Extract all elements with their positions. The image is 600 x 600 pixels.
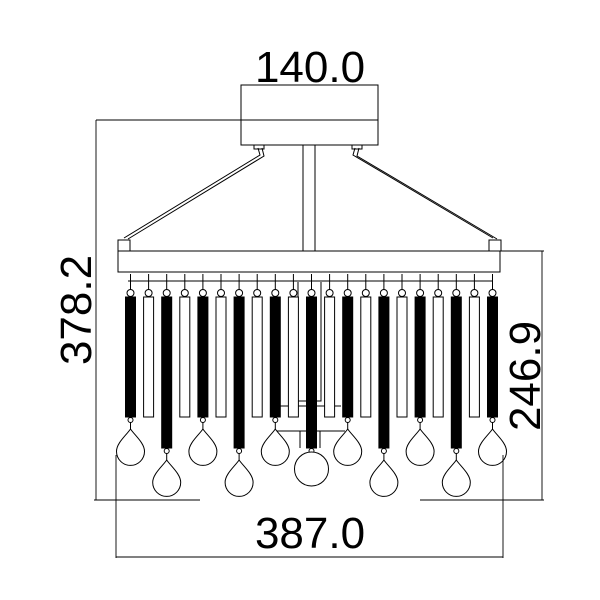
drop-connector (127, 417, 134, 423)
clear-crystal-rod (251, 296, 263, 418)
pendant-ring (307, 289, 316, 297)
pendant-ring (343, 289, 352, 297)
black-crystal-rod (197, 296, 209, 418)
drop-connector (453, 448, 460, 454)
black-crystal-rod (450, 296, 462, 449)
black-crystal-rod (161, 296, 173, 449)
drop-connector (163, 448, 170, 454)
drop-connector (236, 448, 243, 454)
pendant-ring (271, 289, 280, 297)
crystal-drop (333, 428, 363, 466)
crystal-drop (369, 459, 399, 497)
dimension-lines (94, 119, 544, 558)
black-crystal-rod (487, 296, 498, 418)
pendant-ring (162, 289, 171, 297)
pendant-ring (488, 289, 497, 297)
clear-crystal-rod (396, 296, 408, 418)
pendant-ring (434, 289, 443, 297)
center-crystal-ball (294, 451, 329, 487)
pendant-ring (144, 289, 153, 297)
pendant-ring (452, 289, 461, 297)
black-crystal-rod (306, 296, 317, 449)
pendant-ring (379, 289, 388, 297)
pendant-ring (289, 289, 298, 297)
overall-height-label: 378.2 (52, 255, 101, 365)
canopy (240, 84, 379, 146)
drop-connector (272, 417, 279, 423)
clear-crystal-rod (324, 296, 336, 418)
clear-crystal-rod (432, 296, 444, 418)
crystal-drop (152, 459, 182, 497)
clear-crystal-rod (287, 296, 299, 418)
support-arms (117, 144, 502, 252)
black-crystal-rod (125, 296, 136, 418)
canopy-width-label: 140.0 (255, 43, 365, 92)
crystal-drop (477, 428, 508, 466)
black-crystal-rod (269, 296, 281, 418)
clear-crystal-rod (468, 296, 480, 418)
drop-connector (199, 417, 206, 423)
black-crystal-rod (342, 296, 354, 418)
drop-connector (489, 417, 496, 423)
pendant-ring (416, 289, 425, 297)
pendant-ring (253, 289, 262, 297)
overall-width-label: 387.0 (255, 509, 365, 558)
crystal-ring-bar (117, 250, 501, 273)
pendant-ring (398, 289, 406, 297)
pendant-ring (126, 289, 135, 297)
clear-crystal-rod (215, 296, 227, 418)
clear-crystal-rod (360, 296, 372, 418)
crystal-drop (441, 459, 471, 497)
crystal-drop (405, 428, 435, 466)
pendant-ring (217, 289, 225, 297)
pendant-ring (325, 289, 334, 297)
pendant-ring (180, 289, 189, 297)
drop-connector (417, 417, 424, 423)
pendant-ring (361, 289, 370, 297)
drop-connector (344, 417, 351, 423)
pendants (115, 274, 508, 497)
crystal-drop (115, 428, 146, 466)
black-crystal-rod (378, 296, 390, 449)
black-crystal-rod (414, 296, 426, 418)
body-height-label: 246.9 (501, 321, 550, 431)
pendant-ring (198, 289, 207, 297)
center-post (302, 144, 316, 252)
pendant-ring (235, 289, 244, 297)
crystal-drop (224, 459, 254, 497)
pendant-ring (470, 289, 479, 297)
clear-crystal-rod (143, 296, 155, 418)
crystal-drop (188, 428, 218, 466)
clear-crystal-rod (179, 296, 191, 418)
drop-connector (380, 448, 387, 454)
black-crystal-rod (233, 296, 245, 449)
crystal-drop (260, 428, 290, 466)
